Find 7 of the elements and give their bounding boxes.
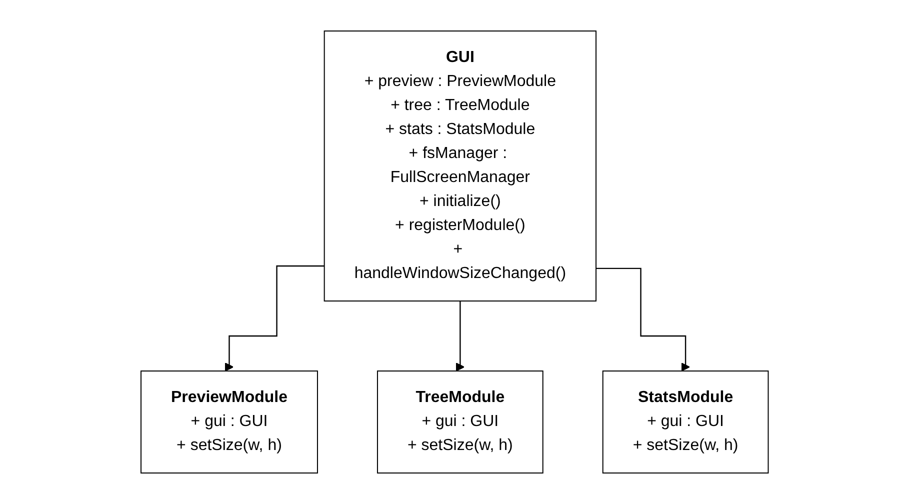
node-box: PreviewModule + gui : GUI + setSize(w, h) [140, 370, 318, 474]
arrow [596, 268, 690, 372]
arrow [456, 300, 465, 372]
node-box: GUI + preview : PreviewModule + tree : TreeModule + stats : StatsModule + fsManager : FullScreenManager + initialize() + registerModule() + handleWindowSizeChanged() [324, 30, 597, 302]
node-box: TreeModule + gui : GUI + setSize(w, h) [377, 370, 544, 474]
node-box: StatsModule + gui : GUI + setSize(w, h) [602, 370, 770, 474]
arrow [225, 265, 325, 372]
